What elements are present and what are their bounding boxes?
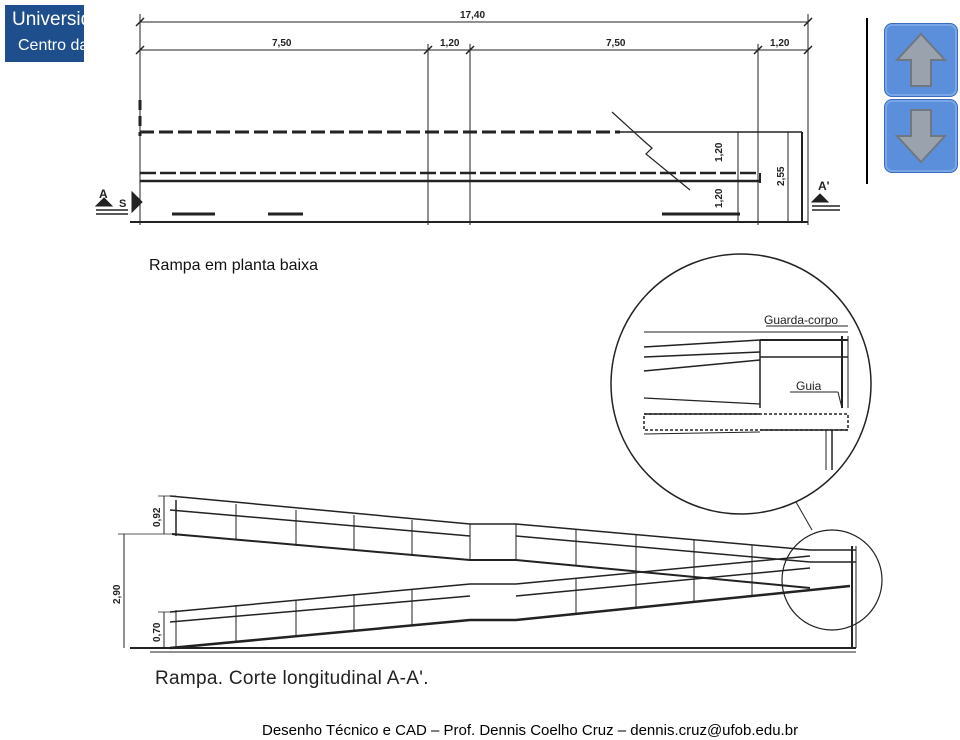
guardrail-label: Guarda-corpo [764, 313, 838, 327]
guide-label: Guia [796, 379, 822, 393]
dim-segment-4: 1,20 [770, 38, 790, 49]
plan-view [94, 14, 840, 225]
dim-width-upper: 1,20 [714, 142, 725, 162]
dim-width-lower: 1,20 [714, 188, 725, 208]
arrow-down-icon [894, 109, 948, 164]
next-slide-button[interactable] [884, 99, 958, 173]
dim-segment-3: 7,50 [606, 38, 626, 49]
dim-lower-rail: 0,70 [152, 622, 163, 642]
dim-total-height: 2,90 [112, 584, 123, 604]
arrow-up-icon [894, 32, 948, 87]
detail-labels: Guarda-corpo Guia [764, 313, 838, 393]
footer-credit: Desenho Técnico e CAD – Prof. Dennis Coe… [262, 722, 799, 739]
dim-rail-height: 0,92 [152, 507, 163, 527]
section-view [118, 495, 883, 653]
dim-segment-1: 7,50 [272, 38, 292, 49]
previous-slide-button[interactable] [884, 23, 958, 97]
divider-line [866, 18, 868, 184]
section-marker-end: A' [818, 179, 830, 193]
slope-marker: S [119, 198, 126, 210]
section-caption: Rampa. Corte longitudinal A-A'. [155, 668, 429, 689]
plan-caption: Rampa em planta baixa [149, 257, 318, 274]
center-name: Centro da [18, 37, 84, 54]
dim-overall-width: 2,55 [776, 166, 787, 186]
university-name: Universid [12, 9, 84, 30]
section-dimension-labels: 0,92 2,90 0,70 [112, 507, 163, 642]
dim-segment-2: 1,20 [440, 38, 460, 49]
detail-view [610, 253, 872, 531]
university-badge: Universid Centro da [5, 5, 84, 62]
plan-dimension-labels: 17,40 7,50 1,20 7,50 1,20 1,20 1,20 2,55… [99, 10, 830, 210]
dim-total-label: 17,40 [460, 10, 485, 21]
section-marker-start: A [99, 187, 108, 201]
